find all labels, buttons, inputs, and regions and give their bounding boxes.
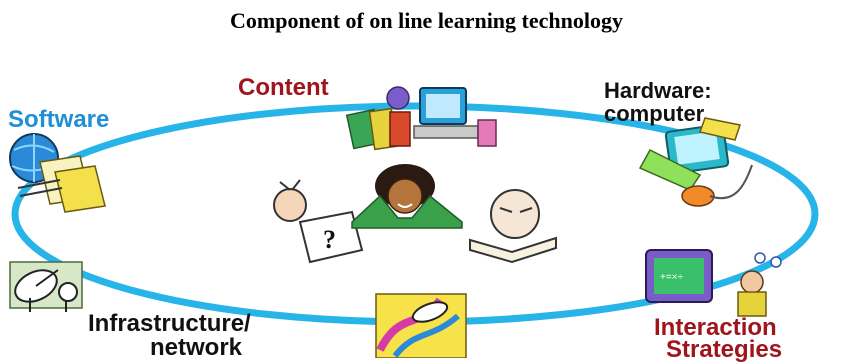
interaction-clipart: +=×÷ [645, 249, 782, 317]
interaction-label-line1: Interaction [654, 314, 777, 341]
infrastructure-clipart [9, 261, 83, 312]
interaction-label-line2: Strategies [666, 336, 783, 363]
network-art-clipart [375, 293, 467, 358]
center-people-clipart: ? [273, 164, 557, 264]
hardware-clipart [638, 117, 753, 207]
svg-text:?: ? [323, 225, 336, 254]
diagram-title: Component of on line learning technology [230, 8, 623, 33]
hardware-label-line1: Hardware: [604, 78, 712, 103]
infrastructure-label-line1: Infrastructure/ [88, 310, 251, 337]
software-clipart [9, 133, 106, 213]
hardware-label-line2: computer [604, 101, 705, 126]
content-clipart [345, 86, 497, 151]
content-label: Content [238, 74, 329, 101]
software-label: Software [8, 106, 110, 133]
svg-text:+=×÷: +=×÷ [660, 272, 684, 283]
infrastructure-label-line2: network [150, 334, 243, 361]
